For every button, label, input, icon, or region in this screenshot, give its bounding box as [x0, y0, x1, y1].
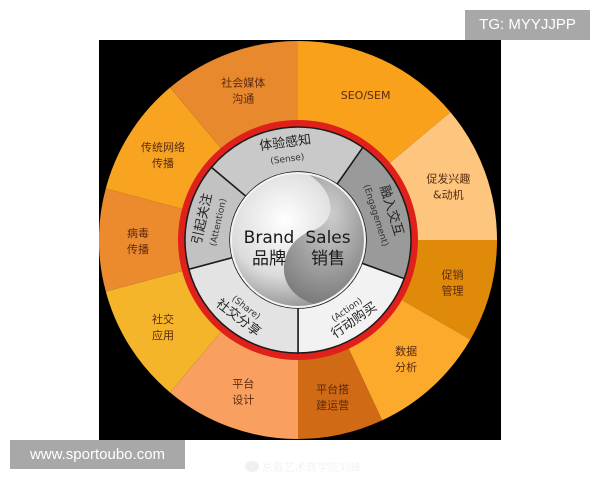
tg-overlay-tag: TG: MYYJJPP — [465, 10, 590, 40]
outer-segment-label: 传播 — [152, 156, 174, 170]
inner-segment-label-zh: 体验感知 — [258, 132, 312, 155]
outer-segment-label: 设计 — [232, 393, 254, 406]
outer-segment-label: 建运营 — [316, 398, 349, 412]
outer-segment-label: &动机 — [433, 187, 464, 201]
outer-segment-label: SEO/SEM — [341, 89, 391, 102]
outer-segment-label: 平台 — [232, 376, 254, 390]
center-sphere — [230, 172, 366, 308]
outer-segment-label: 分析 — [395, 360, 417, 374]
outer-segment-label: 传播 — [127, 242, 149, 256]
outer-segment-label: 社交 — [152, 312, 174, 326]
watermark-text: 总裁艺术商学院刘峰 — [262, 461, 361, 474]
outer-segment-label: 促发兴趣 — [426, 171, 470, 185]
marketing-wheel-diagram: SEO/SEM促发兴趣&动机促销管理数据分析平台搭建运营平台设计社交应用病毒传播… — [99, 41, 497, 439]
outer-segment-label: 应用 — [152, 328, 174, 342]
website-overlay-tag: www.sportoubo.com — [10, 440, 185, 469]
outer-segment-label: 沟通 — [232, 93, 254, 106]
outer-segment-label: 促销 — [442, 267, 464, 281]
outer-segment-label: 社会媒体 — [221, 76, 265, 90]
watermark: 总裁艺术商学院刘峰 — [245, 459, 361, 477]
center-sales-zh: 销售 — [311, 249, 345, 269]
weibo-icon — [245, 461, 259, 472]
center-brand-en: Brand — [244, 228, 295, 248]
outer-segment-label: 数据 — [395, 344, 417, 358]
outer-segment-label: 传统网络 — [141, 140, 185, 154]
center-sales-en: Sales — [305, 228, 350, 248]
inner-segment-label-en: (Sense) — [270, 153, 305, 167]
outer-segment-label: 管理 — [442, 283, 464, 297]
center-labels: Brand 品牌 Sales 销售 — [244, 228, 351, 269]
outer-segment-label: 平台搭 — [316, 382, 349, 396]
outer-segment-label: 病毒 — [127, 226, 149, 240]
center-brand-zh: 品牌 — [252, 249, 286, 269]
